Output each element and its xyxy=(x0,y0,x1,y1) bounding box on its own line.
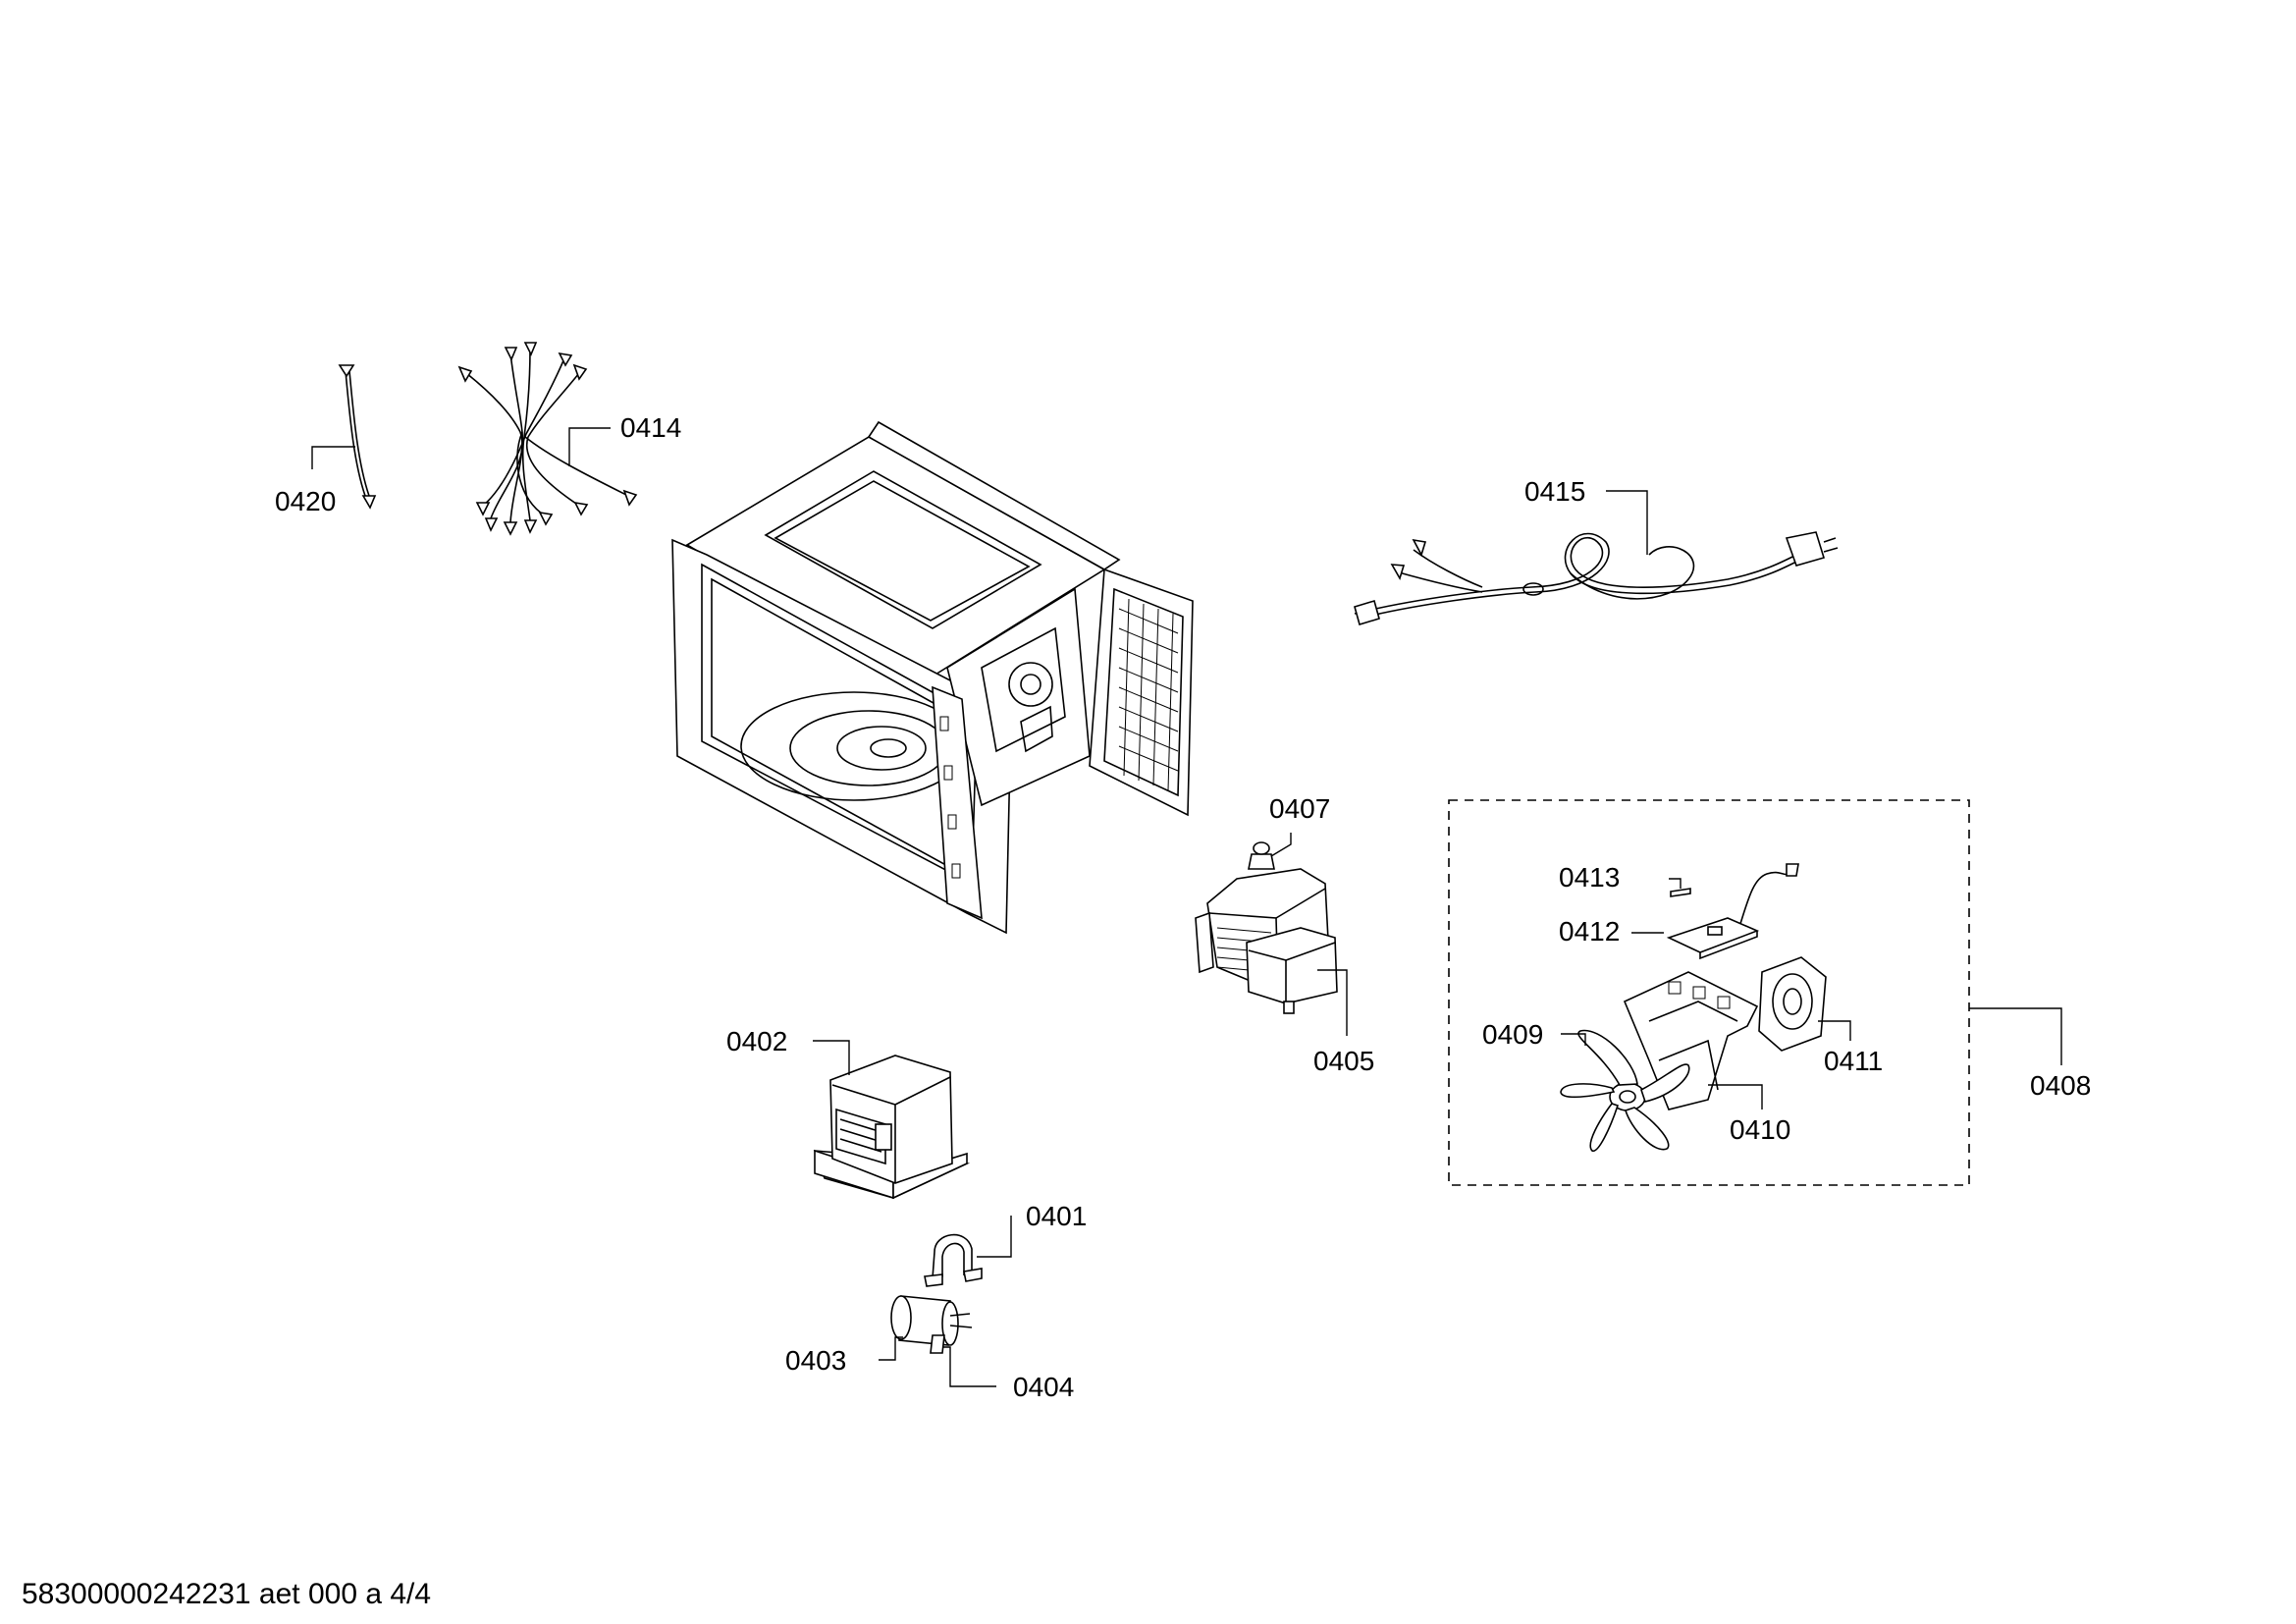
label-0410: 0410 xyxy=(1730,1114,1790,1145)
wire-0420-drawing xyxy=(311,364,377,510)
label-0413: 0413 xyxy=(1559,862,1620,893)
label-0408: 0408 xyxy=(2030,1070,2091,1101)
label-0414: 0414 xyxy=(620,412,681,443)
label-0420: 0420 xyxy=(275,486,336,516)
label-0401: 0401 xyxy=(1026,1201,1087,1231)
wire-harness-0414-drawing xyxy=(457,342,638,536)
label-0407: 0407 xyxy=(1269,793,1330,824)
magnetron-0405-drawing xyxy=(1195,833,1348,1036)
oven-cavity-drawing xyxy=(671,420,1194,935)
fan-assembly-0408-group xyxy=(1448,799,2062,1186)
label-0404: 0404 xyxy=(1013,1372,1074,1402)
label-0412: 0412 xyxy=(1559,916,1620,947)
clamp-0401-drawing xyxy=(924,1216,1012,1287)
label-0402: 0402 xyxy=(726,1026,787,1056)
label-0409: 0409 xyxy=(1482,1019,1543,1050)
document-code: 58300000242231 aet 000 a 4/4 xyxy=(22,1578,431,1610)
label-0403: 0403 xyxy=(785,1345,846,1376)
transformer-0402-drawing xyxy=(813,1040,971,1200)
label-0415: 0415 xyxy=(1524,476,1585,507)
label-0405: 0405 xyxy=(1313,1046,1374,1076)
capacitor-0403-drawing xyxy=(879,1295,996,1387)
power-cord-0415-drawing xyxy=(1354,490,1839,626)
label-0411: 0411 xyxy=(1824,1046,1883,1076)
